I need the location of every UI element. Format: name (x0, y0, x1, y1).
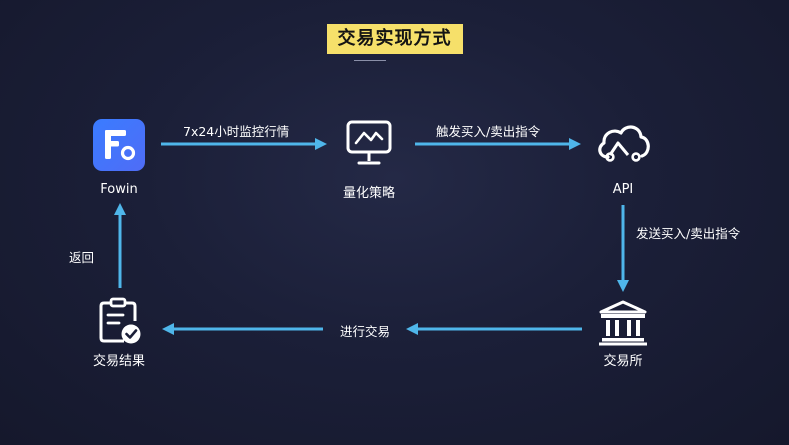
node-label-exchange: 交易所 (603, 354, 643, 369)
arrow-api-to-exchange (617, 205, 629, 292)
title-wrap: 交易实现方式 (0, 24, 789, 54)
title-underline (354, 60, 386, 61)
node-label-fowin: Fowin (100, 182, 138, 197)
edge-label-result-to-fowin: 返回 (69, 250, 95, 265)
node-label-strategy: 量化策略 (342, 186, 395, 201)
page-title: 交易实现方式 (326, 24, 463, 54)
node-label-api: API (612, 182, 634, 197)
arrow-strategy-to-api (415, 138, 581, 150)
arrow-fowin-to-strategy (161, 138, 327, 150)
cloud-api-icon (594, 121, 652, 167)
bank-building-icon (598, 300, 648, 346)
arrow-exchange-to-result (162, 323, 582, 335)
edge-label-strategy-to-api: 触发买入/卖出指令 (436, 124, 541, 139)
edge-label-exchange-to-result: 进行交易 (340, 324, 391, 339)
edge-label-api-to-exchange: 发送买入/卖出指令 (636, 226, 741, 241)
fowin-logo-icon (93, 119, 145, 171)
edge-label-fowin-to-strategy: 7x24小时监控行情 (183, 124, 290, 139)
node-label-result: 交易结果 (92, 354, 145, 369)
clipboard-check-icon (98, 297, 144, 347)
monitor-chart-icon (345, 119, 393, 169)
arrow-result-to-fowin (114, 203, 126, 288)
